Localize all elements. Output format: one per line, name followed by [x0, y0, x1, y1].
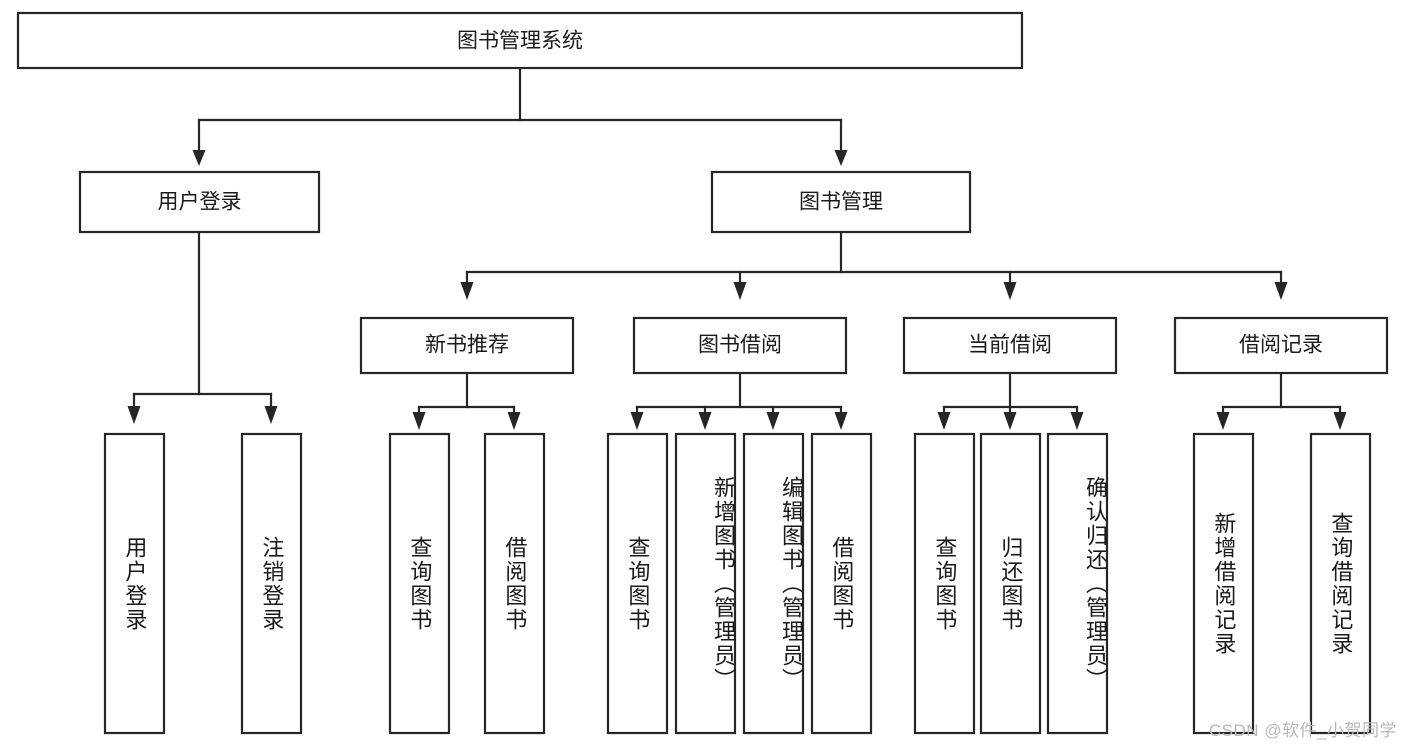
node-book-borrow-label: 图书借阅: [698, 334, 782, 357]
connector-borrow-record-stem: [1216, 371, 1347, 430]
leaf-borrow-record-add[interactable]: [1192, 432, 1255, 735]
connector-root-stem: [197, 66, 843, 122]
node-user-login[interactable]: [78, 170, 321, 234]
node-new-book-recommend[interactable]: [359, 316, 575, 375]
connector-root-to-book-manage: [834, 118, 848, 166]
node-root[interactable]: [16, 11, 1024, 70]
node-root-label: 图书管理系统: [457, 30, 583, 53]
leaf-book-borrow-lend[interactable]: [810, 432, 873, 735]
leaf-borrow-record-query[interactable]: [1309, 432, 1372, 735]
leaf-current-borrow-query[interactable]: [913, 432, 976, 735]
watermark-text: CSDN @软件_小贺同学: [1208, 721, 1397, 740]
leaf-current-borrow-return[interactable]: [979, 432, 1042, 735]
connector-root-to-user-login: [192, 118, 206, 166]
leaf-user-login-login[interactable]: [103, 432, 166, 735]
connector-user-login-stem: [127, 230, 278, 424]
leaf-book-borrow-edit[interactable]: [742, 432, 805, 735]
leaf-user-login-logout[interactable]: [240, 432, 303, 735]
node-new-book-recommend-label: 新书推荐: [425, 334, 509, 357]
connector-new-book-stem: [412, 371, 521, 430]
node-user-login-label: 用户登录: [158, 191, 242, 214]
node-current-borrow[interactable]: [902, 316, 1118, 375]
node-borrow-record-label: 借阅记录: [1239, 334, 1323, 357]
node-book-manage[interactable]: [710, 170, 972, 234]
leaf-current-borrow-confirm[interactable]: [1046, 432, 1109, 735]
connector-current-borrow-stem: [937, 371, 1084, 430]
leaf-book-borrow-add[interactable]: [674, 432, 737, 735]
leaf-new-book-borrow[interactable]: [483, 432, 546, 735]
node-borrow-record[interactable]: [1173, 316, 1389, 375]
connector-book-manage-stem: [460, 230, 1288, 300]
node-book-manage-label: 图书管理: [799, 191, 883, 214]
leaf-book-borrow-query[interactable]: [606, 432, 669, 735]
leaf-new-book-query[interactable]: [388, 432, 451, 735]
node-book-borrow[interactable]: [632, 316, 848, 375]
node-current-borrow-label: 当前借阅: [968, 334, 1052, 357]
connector-book-borrow-stem: [630, 371, 848, 430]
